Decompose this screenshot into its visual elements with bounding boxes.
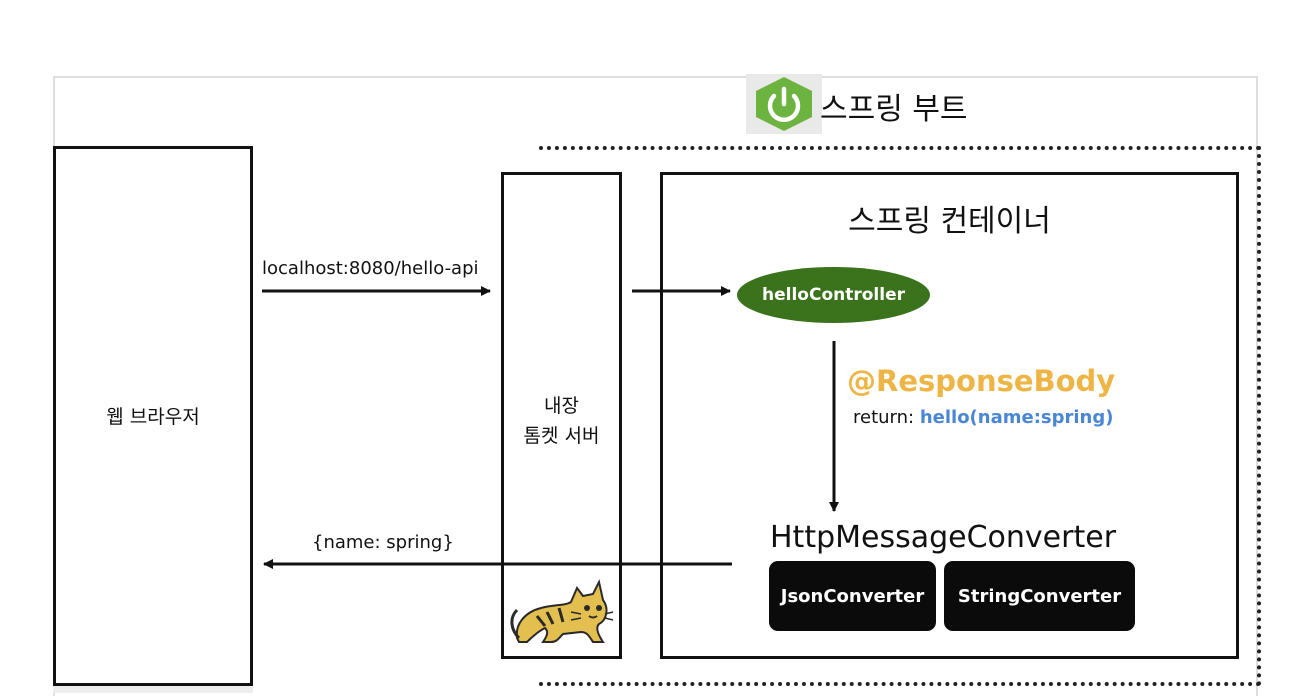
string-converter-box: StringConverter [944, 561, 1135, 631]
spring-boot-title: 스프링 부트 [820, 92, 968, 127]
response-body-annotation: @ResponseBody [847, 364, 1116, 398]
tomcat-server-label: 내장 톰켓 서버 [501, 391, 622, 451]
tomcat-label-line2: 톰켓 서버 [523, 425, 600, 447]
browser-bottom-strip [53, 686, 253, 693]
tomcat-label-line1: 내장 [544, 395, 579, 417]
request-url-label: localhost:8080/hello-api [262, 258, 479, 279]
spring-boot-region [539, 146, 1261, 686]
json-converter-box: JsonConverter [769, 561, 936, 631]
http-message-converter-title: HttpMessageConverter [770, 520, 1117, 555]
web-browser-box [53, 146, 253, 686]
spring-boot-logo [746, 74, 822, 134]
return-value: hello(name:spring) [919, 407, 1114, 428]
tomcat-cat-icon [507, 578, 615, 646]
tomcat-server-box [501, 172, 622, 659]
return-statement: return: hello(name:spring) [853, 407, 1113, 428]
hello-controller-node: helloController [737, 267, 930, 323]
spring-container-title: 스프링 컨테이너 [848, 204, 1051, 239]
web-browser-label: 웹 브라우저 [106, 406, 200, 428]
return-prefix: return: [853, 407, 920, 428]
response-body-label: {name: spring} [312, 532, 454, 553]
power-icon [746, 74, 822, 134]
